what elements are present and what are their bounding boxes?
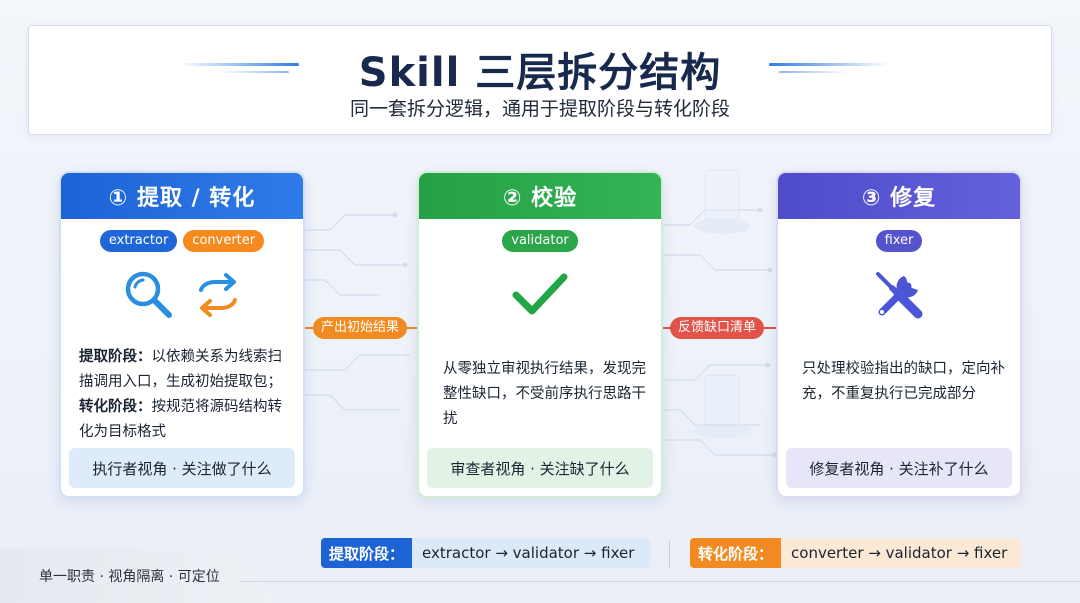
card-description: 只处理校验指出的缺口，定向补充，不重复执行已完成部分 [802, 361, 1005, 402]
pipeline-label: 提取阶段： [321, 538, 413, 568]
desc-extract-heading: 提取阶段： [79, 349, 152, 365]
title-decoration-right [769, 63, 889, 66]
card-footer: 审查者视角 · 关注缺了什么 [427, 448, 653, 488]
card-description: 从零独立审视执行结果，发现完整性缺口，不受前序执行思路干扰 [443, 361, 646, 427]
tag-row: validator [419, 230, 661, 252]
pipeline-extract: 提取阶段： extractor → validator → fixer [321, 538, 650, 568]
tag-converter: converter [183, 230, 265, 252]
pipeline-flow: converter → validator → fixer [781, 538, 1021, 568]
footer-line [240, 581, 1080, 582]
tag-extractor: extractor [99, 230, 178, 252]
page-subtitle: 同一套拆分逻辑，通用于提取阶段与转化阶段 [349, 98, 730, 120]
tag-row: extractor converter [61, 230, 303, 252]
footer-principles: 单一职责 · 视角隔离 · 可定位 [39, 569, 220, 585]
checkmark-icon [512, 273, 568, 315]
desc-extract-text: 以依赖关系为线索扫描调用入口，生成初始提取包； [79, 349, 282, 390]
title-decoration-left [179, 63, 299, 66]
card-title: ① 提取 / 转化 [61, 173, 303, 219]
card-fix: ③ 修复 fixer 只处理校验指出的缺口，定向补充，不重复执行已完成部分 修复… [776, 171, 1022, 498]
tag-fixer: fixer [875, 230, 923, 252]
tag-row: fixer [778, 230, 1020, 252]
card-title: ③ 修复 [778, 173, 1020, 219]
footer-tab [0, 548, 275, 603]
card-validate: ② 校验 validator 从零独立审视执行结果，发现完整性缺口，不受前序执行… [417, 171, 663, 498]
convert-arrows-icon [199, 273, 237, 317]
card-extract-convert: ① 提取 / 转化 extractor converter 提取阶段：以依赖关系… [59, 171, 305, 498]
pipeline-convert: 转化阶段： converter → validator → fixer [690, 538, 1021, 568]
wrench-screwdriver-icon [876, 272, 923, 319]
icon-area [61, 258, 303, 332]
card-footer: 修复者视角 · 关注补了什么 [786, 448, 1012, 488]
pipeline-flow: extractor → validator → fixer [412, 538, 650, 568]
title-decoration-left-2 [219, 71, 289, 73]
pipeline-label: 转化阶段： [690, 538, 782, 568]
tag-validator: validator [502, 230, 578, 252]
title-decoration-right-2 [779, 71, 849, 73]
connector-label-gap-feedback: 反馈缺口清单 [670, 317, 765, 339]
page-title: Skill 三层拆分结构 [358, 50, 722, 96]
card-footer: 执行者视角 · 关注做了什么 [69, 448, 295, 488]
icon-area [419, 258, 661, 332]
card-title: ② 校验 [419, 173, 661, 219]
card-description: 提取阶段：以依赖关系为线索扫描调用入口，生成初始提取包； 转化阶段：按规范将源码结… [79, 345, 289, 445]
pipeline-divider [669, 540, 670, 568]
desc-convert-text: 按规范将源码结构转化为目标格式 [79, 399, 282, 440]
desc-convert-heading: 转化阶段： [79, 399, 152, 415]
icon-area [778, 258, 1020, 332]
connector-label-initial-result: 产出初始结果 [313, 317, 408, 339]
header-panel: Skill 三层拆分结构 同一套拆分逻辑，通用于提取阶段与转化阶段 [28, 25, 1052, 135]
search-icon [125, 271, 172, 318]
